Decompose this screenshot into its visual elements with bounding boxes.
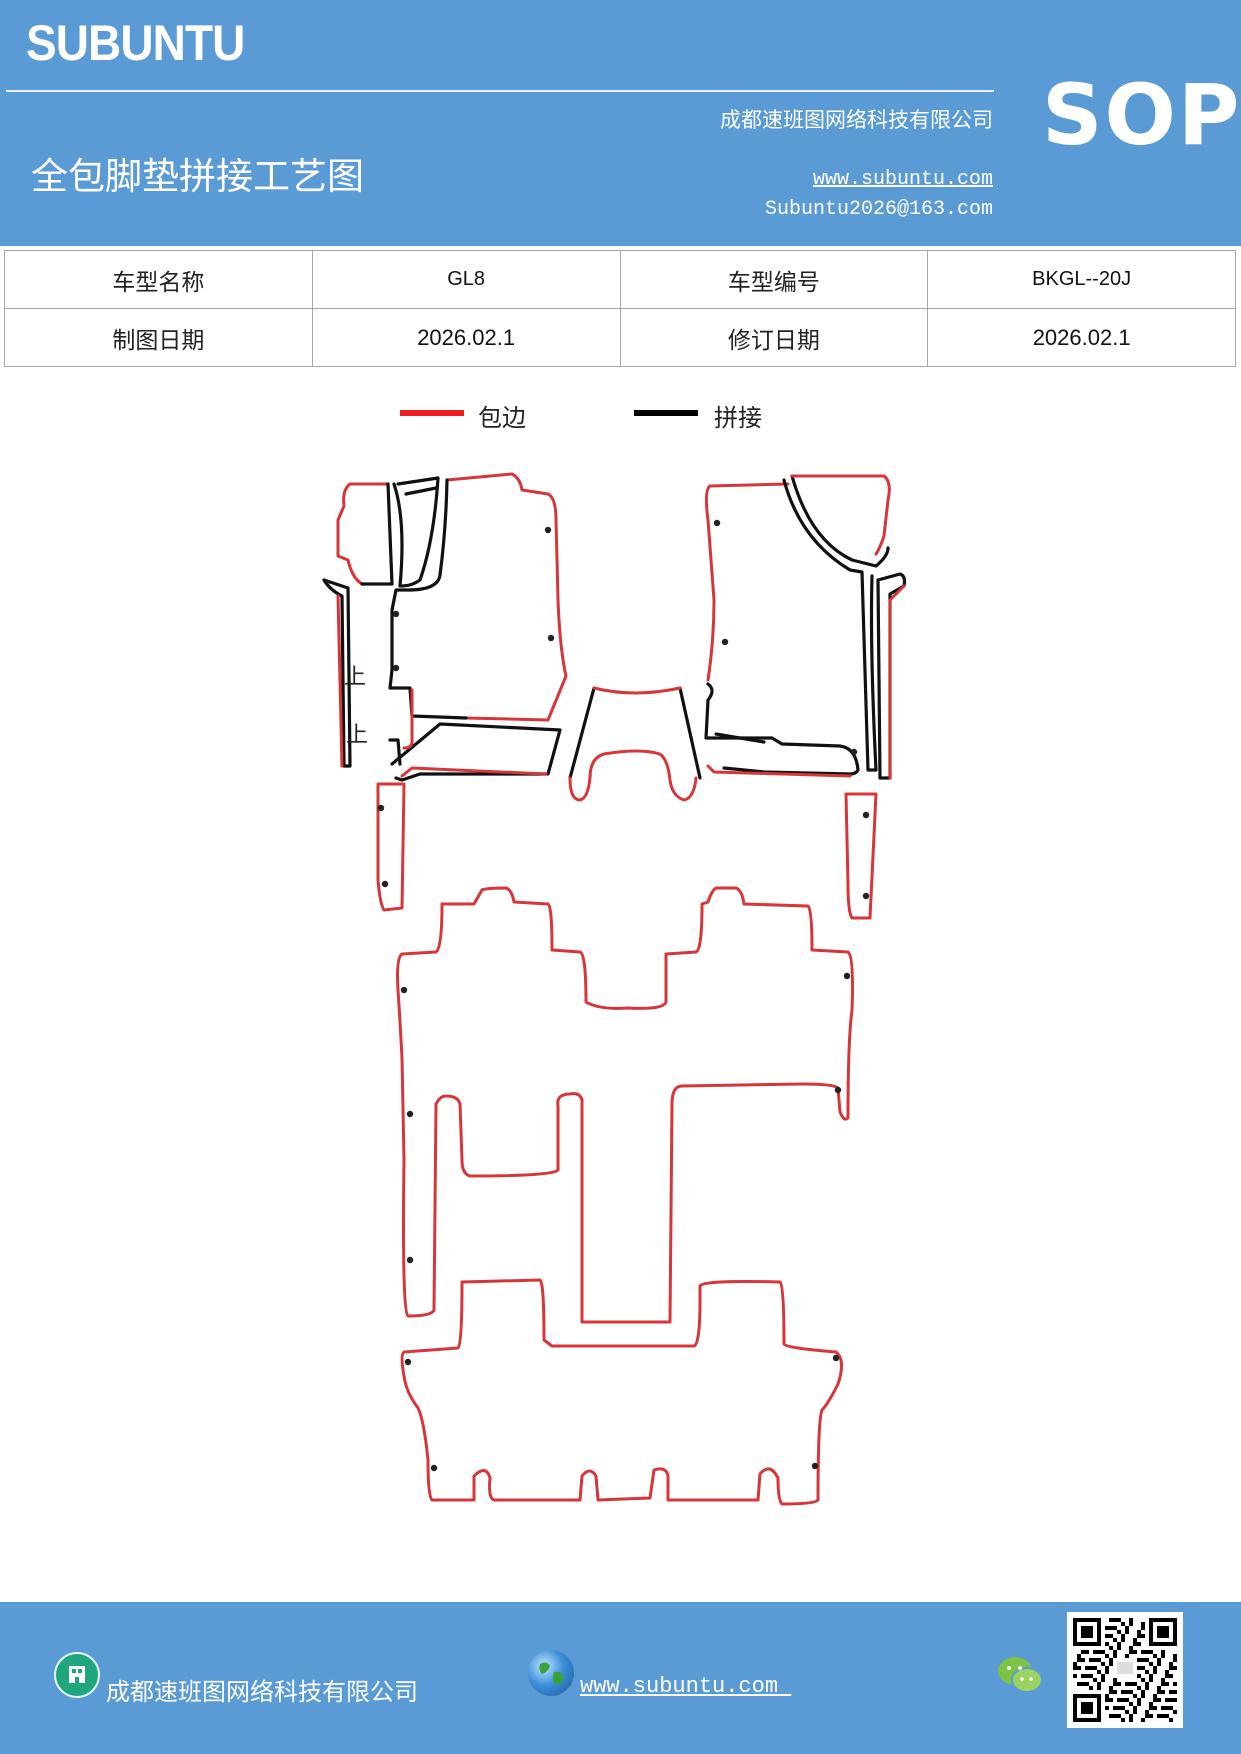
sop-badge: SOP — [1042, 66, 1241, 164]
driver-bottom-edge — [400, 766, 548, 778]
footer-website-link[interactable]: www.subuntu.com — [580, 1674, 792, 1699]
passenger-mat-edge — [704, 482, 790, 682]
passenger-mat — [704, 474, 907, 920]
mounting-dot — [862, 811, 870, 819]
mounting-dot — [404, 1358, 412, 1366]
mounting-dot — [392, 664, 400, 672]
mounting-dot — [843, 972, 851, 980]
website-link[interactable]: www.subuntu.com — [812, 168, 993, 191]
mounting-dot — [713, 519, 721, 527]
model-name-label: 车型名称 — [4, 250, 313, 309]
passenger-bottom-joint-2 — [714, 732, 766, 744]
email-address: Subuntu2026@163.com — [764, 198, 993, 221]
mounting-dot — [406, 1110, 414, 1118]
third-row-edge — [400, 1278, 843, 1506]
passenger-bottom-joint — [704, 682, 860, 776]
passenger-inner-joint — [782, 478, 878, 772]
document-title: 全包脚垫拼接工艺图 — [31, 155, 364, 198]
mounting-dot — [430, 1464, 438, 1472]
wechat-icon[interactable] — [996, 1654, 1044, 1696]
passenger-top-edge — [790, 474, 891, 556]
orientation-mark-1: 上 — [344, 665, 366, 690]
revise-date-label: 修订日期 — [619, 308, 929, 367]
mounting-dots — [377, 519, 870, 1472]
table-row: 车型名称 GL8 车型编号 BKGL--20J — [4, 250, 1236, 309]
mounting-dot — [406, 1256, 414, 1264]
edge-legend-label: 包边 — [478, 404, 526, 432]
joint-legend-label: 拼接 — [714, 404, 762, 432]
globe-icon — [528, 1650, 574, 1696]
company-name: 成都速班图网络科技有限公司 — [720, 108, 993, 132]
mounting-dot — [544, 526, 552, 534]
mounting-dot — [862, 892, 870, 900]
mounting-dot — [377, 804, 385, 812]
draw-date-label: 制图日期 — [4, 308, 313, 367]
model-name-value: GL8 — [311, 250, 621, 309]
mounting-dot — [850, 748, 858, 756]
tunnel-joint-right — [678, 686, 702, 780]
model-code-label: 车型编号 — [619, 250, 929, 309]
mounting-dot — [721, 638, 729, 646]
table-row: 制图日期 2026.02.1 修订日期 2026.02.1 — [4, 308, 1236, 367]
footer-company-name: 成都速班图网络科技有限公司 — [106, 1678, 418, 1706]
driver-mat-joint — [388, 478, 468, 720]
second-row-edge — [396, 886, 854, 1324]
passenger-inner-joint-2 — [790, 474, 890, 568]
left-door-piece-top — [336, 482, 390, 586]
brand-logo: SUBUNTU — [26, 15, 245, 71]
mounting-dot — [547, 634, 555, 642]
left-door-joint-3 — [396, 476, 440, 588]
model-code-value: BKGL--20J — [927, 250, 1236, 309]
left-door-joint-2 — [392, 482, 404, 588]
tunnel-edge — [568, 686, 698, 802]
right-lower-strip — [844, 792, 878, 920]
mounting-dot — [834, 1086, 842, 1094]
draw-date-value: 2026.02.1 — [311, 308, 621, 367]
mounting-dot — [392, 610, 400, 618]
edge-swatch — [400, 410, 464, 416]
page-footer: 成都速班图网络科技有限公司 www.subuntu.com — [0, 1602, 1241, 1754]
tunnel-joint-left — [568, 686, 596, 780]
driver-bottom-joint — [390, 722, 562, 782]
driver-side-edge — [402, 688, 414, 750]
center-tunnel — [568, 686, 702, 802]
driver-mat-edge — [445, 472, 568, 722]
mounting-dot — [811, 1462, 819, 1470]
building-icon — [54, 1652, 100, 1698]
mounting-dot — [400, 986, 408, 994]
mounting-dot — [832, 1354, 840, 1362]
page-header: SUBUNTU SOP 成都速班图网络科技有限公司 全包脚垫拼接工艺图 www.… — [0, 0, 1241, 246]
left-strip-joint — [322, 578, 352, 768]
left-door-joint-1 — [360, 482, 394, 586]
header-divider — [6, 90, 994, 92]
legend: 包边 拼接 — [400, 398, 960, 438]
joint-swatch — [634, 410, 698, 416]
second-row-mat — [396, 886, 854, 1324]
mounting-dot — [381, 880, 389, 888]
left-strip-edge — [336, 594, 344, 768]
info-table: 车型名称 GL8 车型编号 BKGL--20J 制图日期 2026.02.1 修… — [4, 250, 1236, 367]
revise-date-value: 2026.02.1 — [927, 308, 1236, 367]
qr-code[interactable] — [1067, 1612, 1183, 1728]
left-lower-strip — [376, 782, 406, 912]
passenger-side-strip — [876, 572, 907, 780]
driver-mat — [322, 472, 568, 912]
driver-bottom-joint-2 — [388, 738, 402, 766]
third-row-mat — [400, 1278, 843, 1506]
passenger-side-strip-edge — [888, 584, 906, 780]
orientation-mark-2: 上 — [346, 723, 368, 748]
left-door-joint-4 — [404, 486, 438, 496]
passenger-bottom-edge — [706, 764, 852, 778]
